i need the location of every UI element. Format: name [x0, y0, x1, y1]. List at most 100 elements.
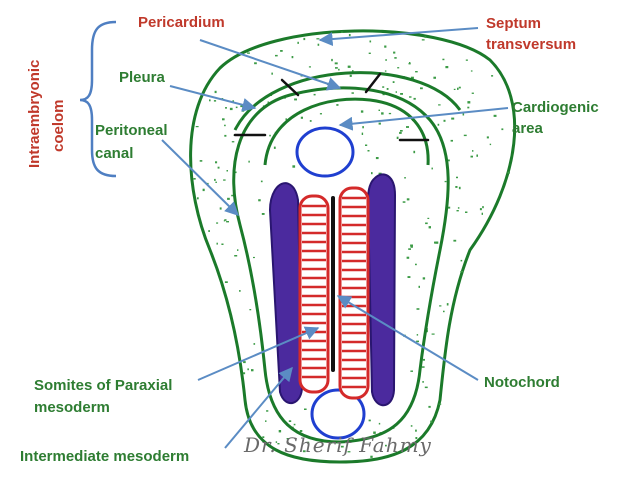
stipple-dot [422, 277, 426, 280]
arrow-septum [318, 27, 479, 47]
stipple-dot [248, 160, 250, 163]
stipple-dot [486, 136, 489, 139]
stipple-dot [418, 285, 420, 288]
stipple-dot [226, 221, 229, 223]
stipple-dot [458, 86, 461, 89]
caudal-vessel [310, 388, 366, 440]
stipple-dot [416, 340, 419, 343]
stipple-dot [224, 281, 228, 283]
author-signature: Dr. Sherif Fahmy [244, 433, 432, 457]
stipple-dot [371, 172, 373, 175]
stipple-dot [285, 118, 287, 121]
stipple-dot [362, 126, 364, 129]
stipple-dot [386, 88, 389, 90]
stipple-dot [471, 92, 474, 94]
stipple-dot [431, 333, 435, 335]
stipple-dot [317, 43, 320, 46]
stipple-dot [453, 239, 457, 242]
arrow-somites [197, 326, 320, 381]
stipple-dot [367, 150, 370, 152]
stipple-dot [217, 166, 220, 169]
stipple-dot [254, 62, 257, 65]
stipple-dot [402, 201, 406, 203]
stipple-dot [482, 206, 484, 209]
stipple-dot [258, 199, 261, 202]
stipple-dot [409, 62, 411, 64]
stipple-dot [410, 76, 414, 79]
stipple-dot [215, 181, 217, 183]
stipple-dot [225, 107, 227, 109]
stipple-dot [409, 96, 412, 98]
stipple-dot [493, 114, 497, 117]
stipple-dot [260, 180, 263, 183]
stipple-dot [275, 54, 278, 57]
label-somites-line2: mesoderm [34, 399, 110, 416]
label-cardiogenic-line2: area [512, 120, 543, 137]
stipple-dot [199, 160, 203, 162]
stipple-dot [433, 76, 436, 79]
stipple-dot [216, 242, 218, 245]
stipple-dot [265, 420, 267, 422]
stipple-dot [427, 217, 430, 219]
stipple-dot [247, 52, 250, 54]
stipple-dot [450, 139, 453, 142]
stipple-dot [275, 441, 278, 443]
somite-column-right [338, 186, 370, 400]
stipple-dot [394, 57, 397, 59]
stipple-dot [378, 109, 380, 111]
stipple-dot [413, 150, 416, 154]
stipple-dot [227, 197, 230, 200]
stipple-dot [214, 178, 216, 181]
label-intraembryonic: Intraembryonic [26, 59, 43, 168]
stipple-dot [247, 368, 249, 371]
stipple-dot [413, 97, 416, 100]
stipple-dot [428, 226, 431, 229]
stipple-dot [410, 244, 413, 247]
stipple-dot [313, 93, 316, 96]
stipple-dot [216, 222, 219, 224]
stipple-dot [316, 38, 320, 40]
stipple-dot [369, 40, 372, 43]
stipple-dot [368, 52, 371, 54]
stipple-dot [347, 451, 351, 453]
stipple-dot [365, 144, 368, 146]
stipple-dot [293, 423, 296, 426]
stipple-dot [338, 68, 340, 71]
stipple-dot [223, 179, 226, 181]
stipple-dot [309, 120, 312, 122]
stipple-dot [373, 431, 376, 434]
stipple-dot [489, 143, 492, 146]
stipple-dot [261, 213, 265, 215]
stipple-dot [456, 210, 459, 212]
stipple-dot [351, 92, 354, 94]
stipple-dot [444, 180, 447, 183]
stipple-dot [385, 59, 387, 61]
stipple-dot [319, 113, 322, 115]
stipple-dot [421, 39, 425, 41]
stipple-dot [404, 177, 406, 179]
stipple-dot [262, 436, 265, 438]
cardiogenic-vessel [295, 126, 355, 178]
stipple-dot [349, 74, 352, 77]
coelom-bracket [79, 20, 117, 178]
stipple-dot [266, 410, 269, 412]
stipple-dot [195, 126, 199, 128]
stipple-dot [437, 123, 440, 126]
stipple-dot [421, 366, 425, 368]
stipple-dot [438, 104, 441, 106]
stipple-dot [481, 212, 483, 215]
stipple-dot [231, 194, 234, 197]
stipple-dot [460, 259, 463, 262]
stipple-dot [443, 310, 445, 313]
stipple-dot [280, 50, 283, 52]
stipple-dot [470, 155, 473, 158]
stipple-dot [334, 62, 338, 65]
stipple-dot [501, 128, 504, 131]
stipple-dot [416, 334, 419, 336]
label-peritoneal-line2: canal [95, 145, 134, 162]
stipple-dot [277, 443, 280, 445]
stipple-dot [299, 430, 303, 432]
stipple-dot [251, 369, 254, 372]
stipple-dot [288, 420, 292, 422]
stipple-dot [465, 59, 468, 61]
